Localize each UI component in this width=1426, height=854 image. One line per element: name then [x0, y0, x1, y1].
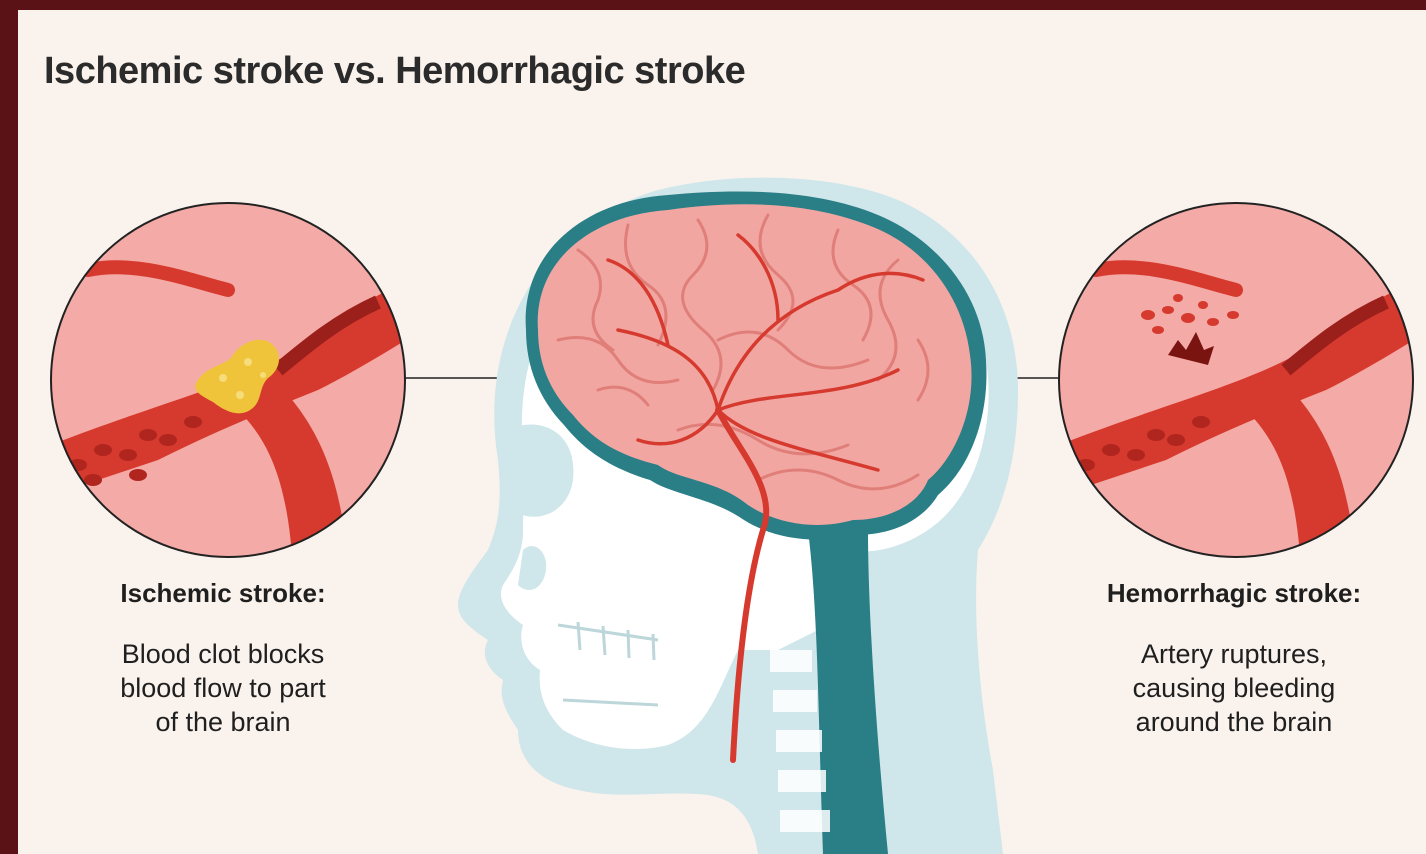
- ischemic-caption: Ischemic stroke: Blood clot blocks blood…: [58, 578, 388, 739]
- ischemic-description: Blood clot blocks blood flow to part of …: [58, 637, 388, 739]
- ischemic-line: of the brain: [155, 707, 290, 737]
- hemorrhagic-description: Artery ruptures, causing bleeding around…: [1054, 637, 1414, 739]
- ischemic-line: Blood clot blocks: [122, 639, 325, 669]
- head-cross-section-illustration: [458, 178, 1018, 854]
- hemorrhagic-line: causing bleeding: [1133, 673, 1336, 703]
- infographic: Ischemic stroke vs. Hemorrhagic stroke: [18, 10, 1426, 854]
- ischemic-zoom-circle: [38, 203, 438, 570]
- hemorrhagic-heading: Hemorrhagic stroke:: [1054, 578, 1414, 609]
- ischemic-heading: Ischemic stroke:: [58, 578, 388, 609]
- ischemic-line: blood flow to part: [120, 673, 326, 703]
- hemorrhagic-zoom-circle: [1046, 203, 1426, 570]
- hemorrhagic-line: around the brain: [1136, 707, 1333, 737]
- hemorrhagic-line: Artery ruptures,: [1141, 639, 1327, 669]
- eye-socket: [500, 424, 573, 516]
- hemorrhagic-caption: Hemorrhagic stroke: Artery ruptures, cau…: [1054, 578, 1414, 739]
